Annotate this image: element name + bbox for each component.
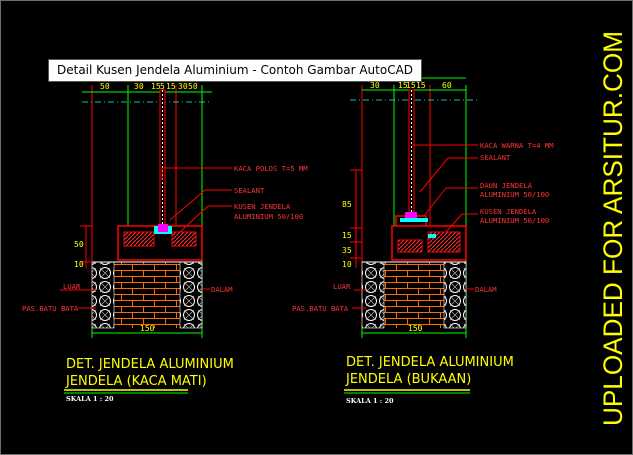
sash-label: DAUN JENDELA xyxy=(480,181,533,190)
brick-label: PAS.BATU BATA xyxy=(22,304,79,313)
glass-label: KACA WARNA T=4 MM xyxy=(480,141,554,150)
right-title-line1: DET. JENDELA ALUMINIUM xyxy=(346,355,514,370)
left-top-dim: 50 xyxy=(188,82,198,91)
left-top-dim: 30 xyxy=(178,82,188,91)
right-side-dim: 85 xyxy=(342,200,352,209)
right-dims: 150 30 15 15 15 60 85 15 35 10 150 xyxy=(342,69,452,333)
left-bottom-dim: 150 xyxy=(140,324,155,333)
right-top-dim: 15 xyxy=(398,81,408,90)
right-scale: SKALA 1 : 20 xyxy=(346,397,394,405)
left-top-dim: 30 xyxy=(134,82,144,91)
frame-label: KUSEN JENDELA xyxy=(234,202,291,211)
right-top-dim: 15 xyxy=(406,81,416,90)
outside-label: LUAR xyxy=(333,282,351,291)
glass-label: KACA POLOS T=5 MM xyxy=(234,164,308,173)
tooltip: Detail Kusen Jendela Aluminium - Contoh … xyxy=(48,59,423,82)
sealant-label: SEALANT xyxy=(234,186,265,195)
outside-label: LUAR xyxy=(63,282,81,291)
frame-label: KUSEN JENDELA xyxy=(480,207,537,216)
right-labels: KACA WARNA T=4 MM SEALANT DAUN JENDELA A… xyxy=(292,141,554,313)
left-title: DET. JENDELA ALUMINIUM JENDELA (KACA MAT… xyxy=(64,357,234,403)
frame-label: ALUMINIUM 50/100 xyxy=(234,212,303,221)
left-labels: KACA POLOS T=5 MM SEALANT KUSEN JENDELA … xyxy=(22,164,308,313)
frame-label: ALUMINIUM 50/100 xyxy=(480,216,549,225)
left-top-dim: 15 xyxy=(166,82,176,91)
right-top-dim: 30 xyxy=(370,81,380,90)
left-top-dim: 15 xyxy=(151,82,161,91)
left-title-line1: DET. JENDELA ALUMINIUM xyxy=(66,357,234,372)
right-side-dim: 35 xyxy=(342,246,352,255)
brick-label: PAS.BATU BATA xyxy=(292,304,349,313)
inside-label: DALAM xyxy=(211,285,233,294)
right-title: DET. JENDELA ALUMINIUM JENDELA (BUKAAN) … xyxy=(344,355,514,405)
watermark-text: UPLOADED FOR ARSITUR.COM xyxy=(598,31,628,426)
right-side-dim: 10 xyxy=(342,260,352,269)
right-detail xyxy=(350,77,478,338)
right-side-dim: 15 xyxy=(342,231,352,240)
right-top-dim: 15 xyxy=(416,81,426,90)
left-top-dim: 5 xyxy=(160,82,165,91)
left-side-dim: 10 xyxy=(74,260,84,269)
left-side-dim: 50 xyxy=(74,240,84,249)
right-top-dim: 60 xyxy=(442,81,452,90)
left-title-line2: JENDELA (KACA MATI) xyxy=(65,374,207,389)
sash-label: ALUMINIUM 50/100 xyxy=(480,190,549,199)
inside-label: DALAM xyxy=(475,285,497,294)
sealant-label: SEALANT xyxy=(480,153,511,162)
left-dims: 50 30 15 5 15 30 50 50 10 150 xyxy=(74,82,198,333)
left-detail xyxy=(60,85,232,338)
left-top-dim: 50 xyxy=(100,82,110,91)
left-scale: SKALA 1 : 20 xyxy=(66,395,114,403)
right-bottom-dim: 150 xyxy=(408,324,423,333)
right-title-line2: JENDELA (BUKAAN) xyxy=(345,372,471,387)
